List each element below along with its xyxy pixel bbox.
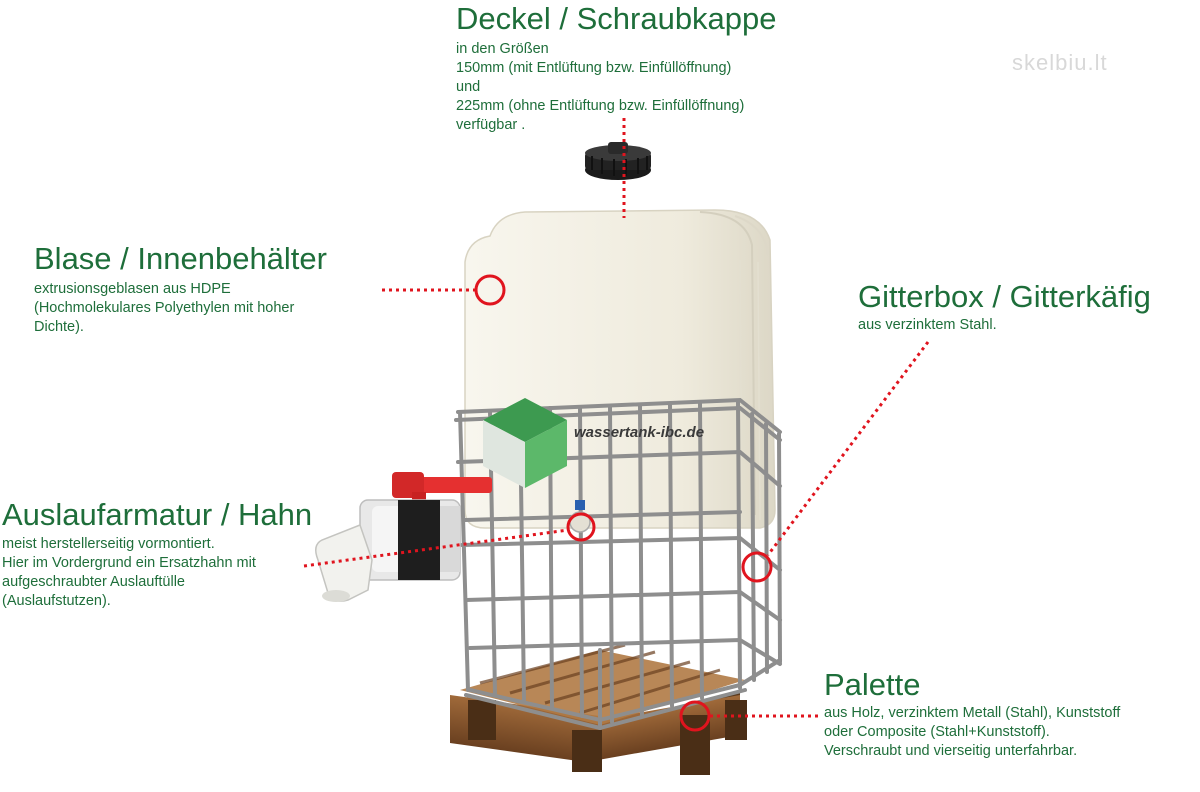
pointer-circle-palette: [679, 700, 711, 732]
pointer-circle-gitterbox: [741, 551, 773, 583]
deckel-line: 225mm (ohne Entlüftung bzw. Einfüllöffnu…: [456, 98, 745, 114]
deckel-title: Deckel / Schraubkappe: [456, 1, 777, 36]
auslauf-line: meist herstellerseitig vormontiert.: [2, 536, 215, 552]
auslauf-desc: meist herstellerseitig vormontiert. Hier…: [2, 535, 312, 611]
pointer-circle-auslauf: [566, 512, 596, 542]
blase-line: Dichte).: [34, 319, 84, 335]
palette-desc: aus Holz, verzinktem Metall (Stahl), Kun…: [824, 704, 1120, 761]
deckel-line: in den Größen: [456, 41, 549, 57]
deckel-line: verfügbar .: [456, 117, 526, 133]
label-gitterbox: Gitterbox / Gitterkäfig aus verzinktem S…: [858, 280, 1151, 335]
blase-line: extrusionsgeblasen aus HDPE: [34, 281, 231, 297]
spare-valve: [315, 472, 492, 602]
label-palette: Palette aus Holz, verzinktem Metall (Sta…: [824, 668, 1120, 761]
palette-title: Palette: [824, 667, 921, 702]
watermark: skelbiu.lt: [1012, 50, 1108, 75]
logo-cube-icon: [483, 398, 567, 488]
deckel-desc: in den Größen 150mm (mit Entlüftung bzw.…: [456, 40, 777, 135]
logo-text: wassertank-ibc.de: [574, 424, 704, 441]
auslauf-line: Hier im Vordergrund ein Ersatzhahn mit: [2, 555, 256, 571]
label-deckel: Deckel / Schraubkappe in den Größen 150m…: [456, 2, 777, 135]
pointer-lines: [303, 118, 930, 718]
pointer-line-auslauf: [303, 528, 569, 568]
blase-desc: extrusionsgeblasen aus HDPE (Hochmolekul…: [34, 280, 327, 337]
gitterbox-line: aus verzinktem Stahl.: [858, 317, 997, 333]
deckel-line: 150mm (mit Entlüftung bzw. Einfüllöffnun…: [456, 60, 732, 76]
pointer-line-gitterbox: [766, 341, 930, 556]
gitterbox-title: Gitterbox / Gitterkäfig: [858, 279, 1151, 314]
deckel-line: und: [456, 79, 481, 95]
gitterbox-desc: aus verzinktem Stahl.: [858, 316, 1151, 335]
palette-line: oder Composite (Stahl+Kunststoff).: [824, 724, 1050, 740]
blase-line: (Hochmolekulares Polyethylen mit hoher: [34, 300, 295, 316]
auslauf-line: aufgeschraubter Auslauftülle: [2, 574, 185, 590]
label-blase: Blase / Innenbehälter extrusionsgeblasen…: [34, 242, 327, 337]
palette-line: Verschraubt und vierseitig unterfahrbar.: [824, 743, 1078, 759]
auslauf-line: (Auslaufstutzen).: [2, 593, 111, 609]
pointer-circles: [474, 274, 773, 732]
auslauf-title: Auslaufarmatur / Hahn: [2, 497, 313, 532]
screw-cap-icon: [585, 142, 651, 180]
blase-title: Blase / Innenbehälter: [34, 241, 327, 276]
palette-line: aus Holz, verzinktem Metall (Stahl), Kun…: [824, 705, 1121, 721]
pointer-circle-blase: [474, 274, 506, 306]
label-auslauf: Auslaufarmatur / Hahn meist herstellerse…: [2, 498, 312, 611]
